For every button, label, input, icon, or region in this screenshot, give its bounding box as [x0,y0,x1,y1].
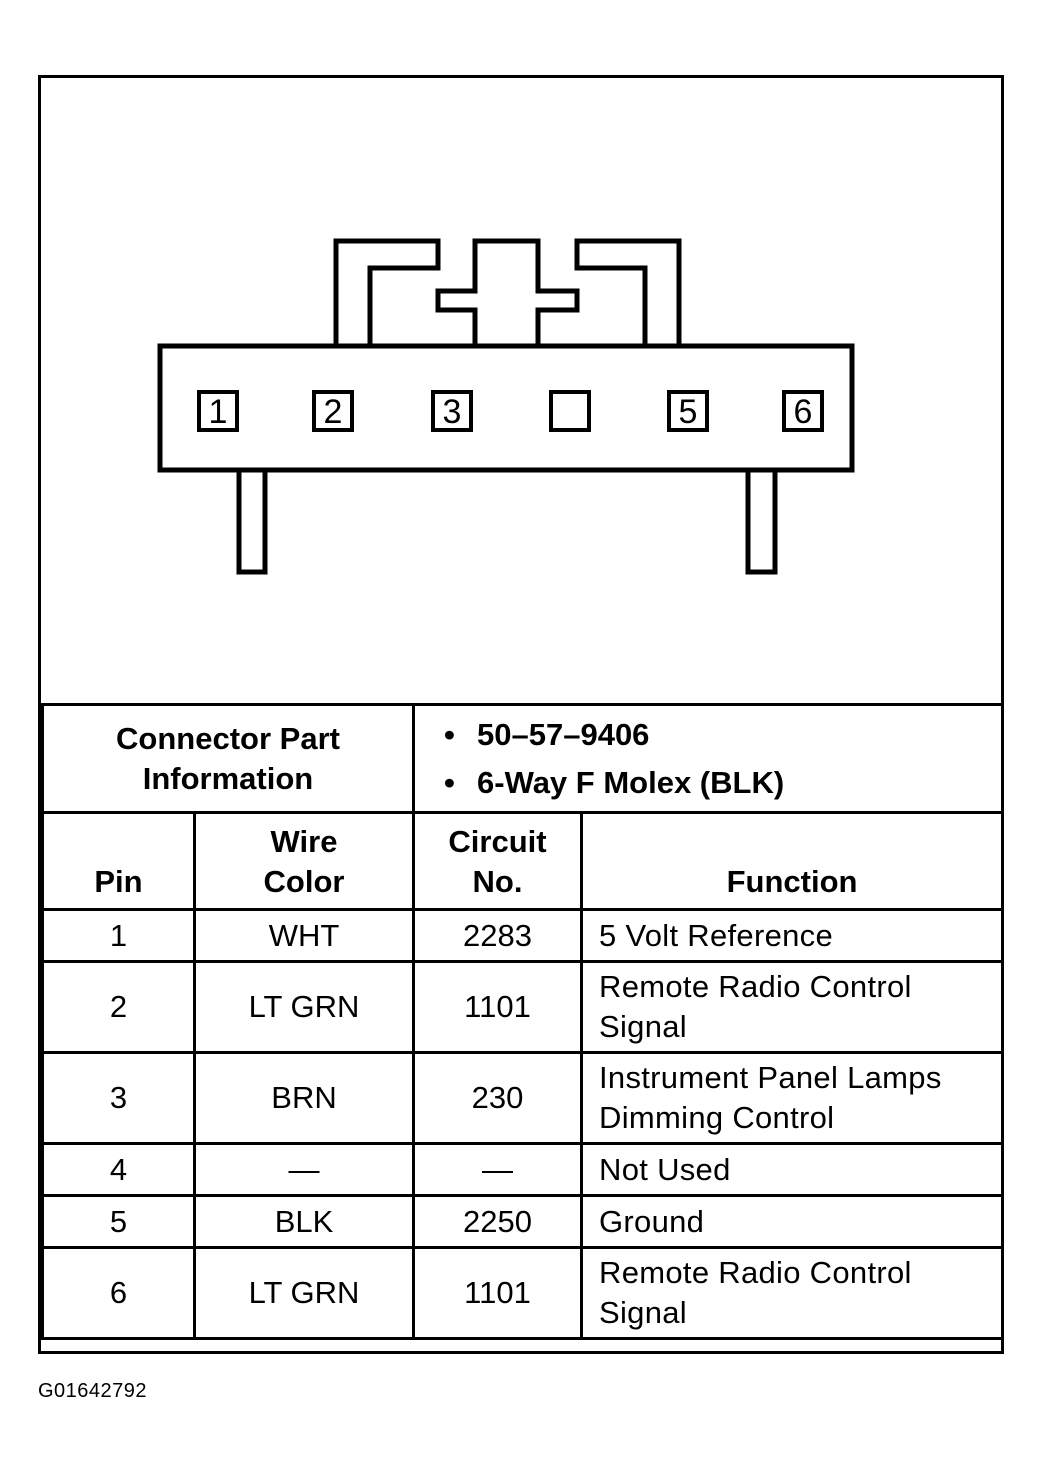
wire-color-cell: LT GRN [192,960,416,1054]
part-info-label: Connector Part Information [40,703,416,814]
circuit-cell: — [412,1142,584,1197]
table-row: 1 WHT 2283 5 Volt Reference [41,908,1005,963]
right-latch [745,470,778,575]
locking-tab-center [435,238,580,346]
table-row: 3 BRN 230 Instrument Panel Lamps Dimming… [41,1051,1005,1145]
header-circuit: Circuit No. [412,811,584,911]
connector-body [157,343,855,473]
part-number: 50–57–9406 [444,711,1001,759]
cavity-2: 2 [312,390,354,432]
wire-color-cell: BRN [192,1051,416,1145]
header-wire-color: Wire Color [192,811,416,911]
left-latch [236,470,268,575]
circuit-cell: 230 [412,1051,584,1145]
cavity-1: 1 [197,390,239,432]
connector-drawing: 1 2 3 5 6 [157,238,855,575]
cavity-box [197,390,239,432]
cavity-label: 2 [324,393,343,431]
cavity-box [549,390,591,432]
locking-tab-outer [333,238,441,346]
pin-cell: 2 [41,960,196,1054]
cavity-label: 6 [794,393,813,431]
header-row: Pin Wire Color Circuit No. Function [41,811,1005,911]
cavity-label: 3 [443,393,462,431]
pin-cell: 3 [41,1051,196,1145]
function-cell: Ground [580,1194,1005,1249]
wire-color-cell: BLK [192,1194,416,1249]
wire-color-cell: — [192,1142,416,1197]
part-info-row: Connector Part Information 50–57–9406 6-… [40,703,1005,814]
pin-cell: 5 [41,1194,196,1249]
circuit-cell: 1101 [412,1246,584,1340]
header-function: Function [580,811,1005,911]
pin-cell: 6 [41,1246,196,1340]
table-row: 4 — — Not Used [41,1142,1005,1197]
part-info-values: 50–57–9406 6-Way F Molex (BLK) [412,703,1005,814]
header-wire-color-text: Wire Color [263,824,345,899]
table-row: 2 LT GRN 1101 Remote Radio Control Signa… [41,960,1005,1054]
function-cell: Instrument Panel Lamps Dimming Control [580,1051,1005,1145]
cavity-box [431,390,473,432]
cavity-label: 5 [679,393,698,431]
figure-code: G01642792 [38,1380,148,1402]
cavity-6: 6 [782,390,824,432]
cavity-3: 3 [431,390,473,432]
function-cell: Not Used [580,1142,1005,1197]
cavity-group: 1 2 3 5 6 [197,390,824,432]
cavity-box [312,390,354,432]
circuit-cell: 2250 [412,1194,584,1249]
header-circuit-text: Circuit No. [448,824,547,899]
circuit-cell: 2283 [412,908,584,963]
locking-tab-outer-right [574,238,682,346]
connector-type: 6-Way F Molex (BLK) [444,759,1001,807]
function-cell: Remote Radio Control Signal [580,1246,1005,1340]
function-cell: Remote Radio Control Signal [580,960,1005,1054]
function-cell: 5 Volt Reference [580,908,1005,963]
connector-spec-table: Connector Part Information 50–57–9406 6-… [40,703,1005,1340]
header-pin: Pin [41,811,196,911]
cavity-box [782,390,824,432]
table-row: 6 LT GRN 1101 Remote Radio Control Signa… [41,1246,1005,1340]
wire-color-cell: LT GRN [192,1246,416,1340]
cavity-4 [549,390,591,432]
circuit-cell: 1101 [412,960,584,1054]
pin-cell: 4 [41,1142,196,1197]
pin-cell: 1 [41,908,196,963]
cavity-5: 5 [667,390,709,432]
cavity-label: 1 [209,393,228,431]
cavity-box [667,390,709,432]
wire-color-cell: WHT [192,908,416,963]
table-row: 5 BLK 2250 Ground [41,1194,1005,1249]
